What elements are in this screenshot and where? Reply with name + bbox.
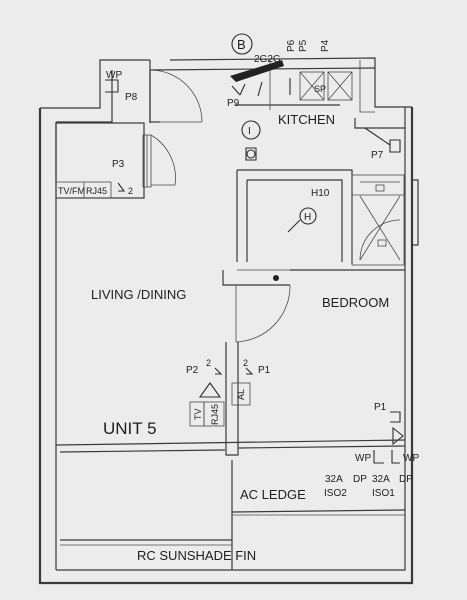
dp-right-label: DP	[399, 474, 413, 485]
a32-right-label: 32A	[372, 474, 390, 485]
rj45-top-label: RJ45	[86, 186, 107, 196]
ac-ledge-label: AC LEDGE	[240, 487, 306, 502]
p6-label: P6	[286, 39, 297, 52]
cable-tray	[230, 60, 284, 82]
two-b-label: 2	[206, 358, 211, 368]
p7-label: P7	[371, 150, 384, 161]
cable-label: 2G2G	[254, 54, 281, 65]
wp-top-label: WP	[106, 70, 122, 81]
outlets-center	[189, 367, 254, 427]
db-closet	[55, 122, 176, 199]
p1-left-label: P1	[258, 365, 271, 376]
wp-right-label: WP	[403, 453, 419, 464]
sunshade-label: RC SUNSHADE FIN	[137, 548, 256, 563]
rj45-bottom-label: RJ45	[210, 404, 220, 425]
p9-label: P9	[227, 98, 240, 109]
iso1-label: ISO1	[372, 488, 395, 499]
p2-label: P2	[186, 365, 199, 376]
tv-label: TV	[193, 408, 203, 420]
dp-left-label: DP	[353, 474, 367, 485]
partition-wall	[225, 342, 239, 456]
bedroom-door	[222, 269, 405, 343]
p1-right-label: P1	[374, 402, 387, 413]
al-label: AL	[236, 389, 246, 400]
p4-label: P4	[320, 39, 331, 52]
two-a-label: 2	[128, 186, 133, 196]
sink-basin-left	[299, 71, 325, 101]
a32-left-label: 32A	[325, 474, 343, 485]
tvfm-label: TV/FM	[58, 186, 85, 196]
sp-label: SP	[314, 84, 326, 94]
p8-label: P8	[125, 92, 138, 103]
kitchen	[149, 60, 405, 161]
bell-letter: B	[237, 37, 246, 52]
kitchen-label: KITCHEN	[278, 112, 335, 127]
p5-label: P5	[298, 39, 309, 52]
intercom-symbol	[241, 120, 261, 161]
ledge	[55, 439, 406, 570]
heater-letter: H	[304, 212, 311, 223]
bell-symbol	[231, 33, 253, 55]
bedroom-label: BEDROOM	[322, 295, 389, 310]
bathroom	[236, 169, 405, 266]
iso2-label: ISO2	[324, 488, 347, 499]
intercom-letter: I	[248, 126, 251, 137]
isolators	[373, 450, 400, 464]
two-c-label: 2	[243, 358, 248, 368]
h10-label: H10	[311, 188, 330, 199]
sink-basin-right	[327, 71, 353, 101]
unit-label: UNIT 5	[103, 419, 157, 438]
living-dining-label: LIVING /DINING	[91, 287, 186, 302]
heater-symbol	[299, 207, 317, 225]
p3-label: P3	[112, 159, 125, 170]
wp-top-symbol	[105, 79, 119, 93]
wp-left-label: WP	[355, 453, 371, 464]
